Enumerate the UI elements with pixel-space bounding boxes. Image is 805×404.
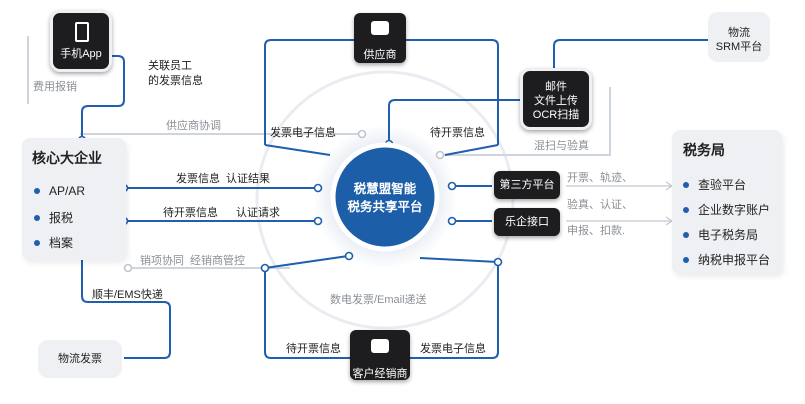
endpoint-dots xyxy=(77,67,559,273)
gray-connectors xyxy=(27,36,611,269)
core-item-apar-label: AP/AR xyxy=(49,184,86,198)
tax-bureau-title: 税务局 xyxy=(683,142,725,158)
label-elec-info-top: 发票电子信息 xyxy=(270,127,336,139)
monitor-icon xyxy=(371,339,389,353)
label-scan-verify: 混扫与验真 xyxy=(534,140,589,152)
bullet-icon xyxy=(34,187,40,194)
tax-bureau-panel[interactable]: 税务局 查验平台 企业数字账户 电子税务局 纳税申报平台 xyxy=(672,130,782,274)
core-item-tax[interactable]: 报税 xyxy=(34,209,73,226)
tax-item-verify-label: 查验平台 xyxy=(698,178,747,192)
logistics-srm-node[interactable]: 物流 SRM平台 xyxy=(708,12,770,62)
label-verify-cert: 验真、认证、 xyxy=(567,199,633,211)
third-party-node[interactable]: 第三方平台 xyxy=(494,171,560,199)
label-digital-email: 数电发票/Email递送 xyxy=(330,294,427,306)
core-item-archive-label: 档案 xyxy=(49,236,74,250)
outer-ring xyxy=(255,70,515,330)
supplier-label: 供应商 xyxy=(363,49,397,61)
logistics-srm-line1: 物流 xyxy=(728,27,750,39)
core-item-archive[interactable]: 档案 xyxy=(34,234,73,251)
ocr-line1: 邮件 xyxy=(545,81,567,93)
label-pending-info-bottom: 待开票信息 xyxy=(286,343,341,355)
tax-item-declare-label: 纳税申报平台 xyxy=(698,253,771,267)
center-platform-circle[interactable] xyxy=(330,142,440,252)
label-expense: 费用报销 xyxy=(33,81,77,93)
phone-icon xyxy=(75,22,89,42)
ocr-line3: OCR扫描 xyxy=(532,109,580,121)
core-item-apar[interactable]: AP/AR xyxy=(34,184,85,198)
center-title-line2: 税务共享平台 xyxy=(347,199,422,214)
tax-item-e-tax[interactable]: 电子税务局 xyxy=(683,226,758,243)
label-pending-info-top: 待开票信息 xyxy=(430,127,485,139)
label-invoice-info: 发票信息 xyxy=(176,173,220,185)
ocr-scan-node[interactable]: 邮件 文件上传 OCR扫描 xyxy=(520,68,592,130)
label-cert-result: 认证结果 xyxy=(226,173,270,185)
customer-dealer-node[interactable]: 客户经销商 xyxy=(350,330,410,380)
label-issue-track: 开票、轨迹、 xyxy=(567,172,633,184)
logistics-srm-line2: SRM平台 xyxy=(715,41,763,53)
leqi-interface-node[interactable]: 乐企接口 xyxy=(494,208,560,236)
core-enterprise-panel[interactable]: 核心大企业 AP/AR 报税 档案 xyxy=(22,138,126,260)
gray-endpoint-dots xyxy=(123,129,445,273)
tax-item-digital-account-label: 企业数字账户 xyxy=(698,203,771,217)
label-dealer-mgmt: 经销商管控 xyxy=(190,255,245,267)
tax-item-declare[interactable]: 纳税申报平台 xyxy=(683,251,770,268)
tax-item-verify[interactable]: 查验平台 xyxy=(683,176,746,193)
tax-item-digital-account[interactable]: 企业数字账户 xyxy=(683,201,770,218)
bullet-icon xyxy=(34,214,40,221)
bullet-icon xyxy=(683,231,689,238)
label-related-staff-1: 关联员工 xyxy=(148,60,192,72)
center-title-line1: 税慧盟智能 xyxy=(354,181,417,196)
core-item-tax-label: 报税 xyxy=(49,211,74,225)
mobile-app-label: 手机App xyxy=(60,48,102,60)
label-sales-collab: 销项协同 xyxy=(140,255,184,267)
label-elec-info-bottom: 发票电子信息 xyxy=(420,343,486,355)
label-express: 顺丰/EMS快递 xyxy=(92,289,163,301)
label-pending-info-mid: 待开票信息 xyxy=(163,207,218,219)
label-related-staff-2: 的发票信息 xyxy=(148,75,203,87)
ocr-line2: 文件上传 xyxy=(534,95,578,107)
label-declare-deduct: 申报、扣款. xyxy=(567,225,626,237)
monitor-icon xyxy=(371,21,389,35)
tax-item-e-tax-label: 电子税务局 xyxy=(698,228,759,242)
bullet-icon xyxy=(683,256,689,263)
label-supplier-collab: 供应商协调 xyxy=(166,120,221,132)
bullet-icon xyxy=(683,181,689,188)
customer-dealer-label: 客户经销商 xyxy=(352,368,408,380)
mobile-app-node[interactable]: 手机App xyxy=(50,10,112,72)
bullet-icon xyxy=(683,206,689,213)
core-enterprise-title: 核心大企业 xyxy=(32,150,102,166)
label-cert-request: 认证请求 xyxy=(236,207,280,219)
logistics-invoice-node[interactable]: 物流发票 xyxy=(38,340,122,378)
bullet-icon xyxy=(34,239,40,246)
supplier-node[interactable]: 供应商 xyxy=(354,13,406,63)
